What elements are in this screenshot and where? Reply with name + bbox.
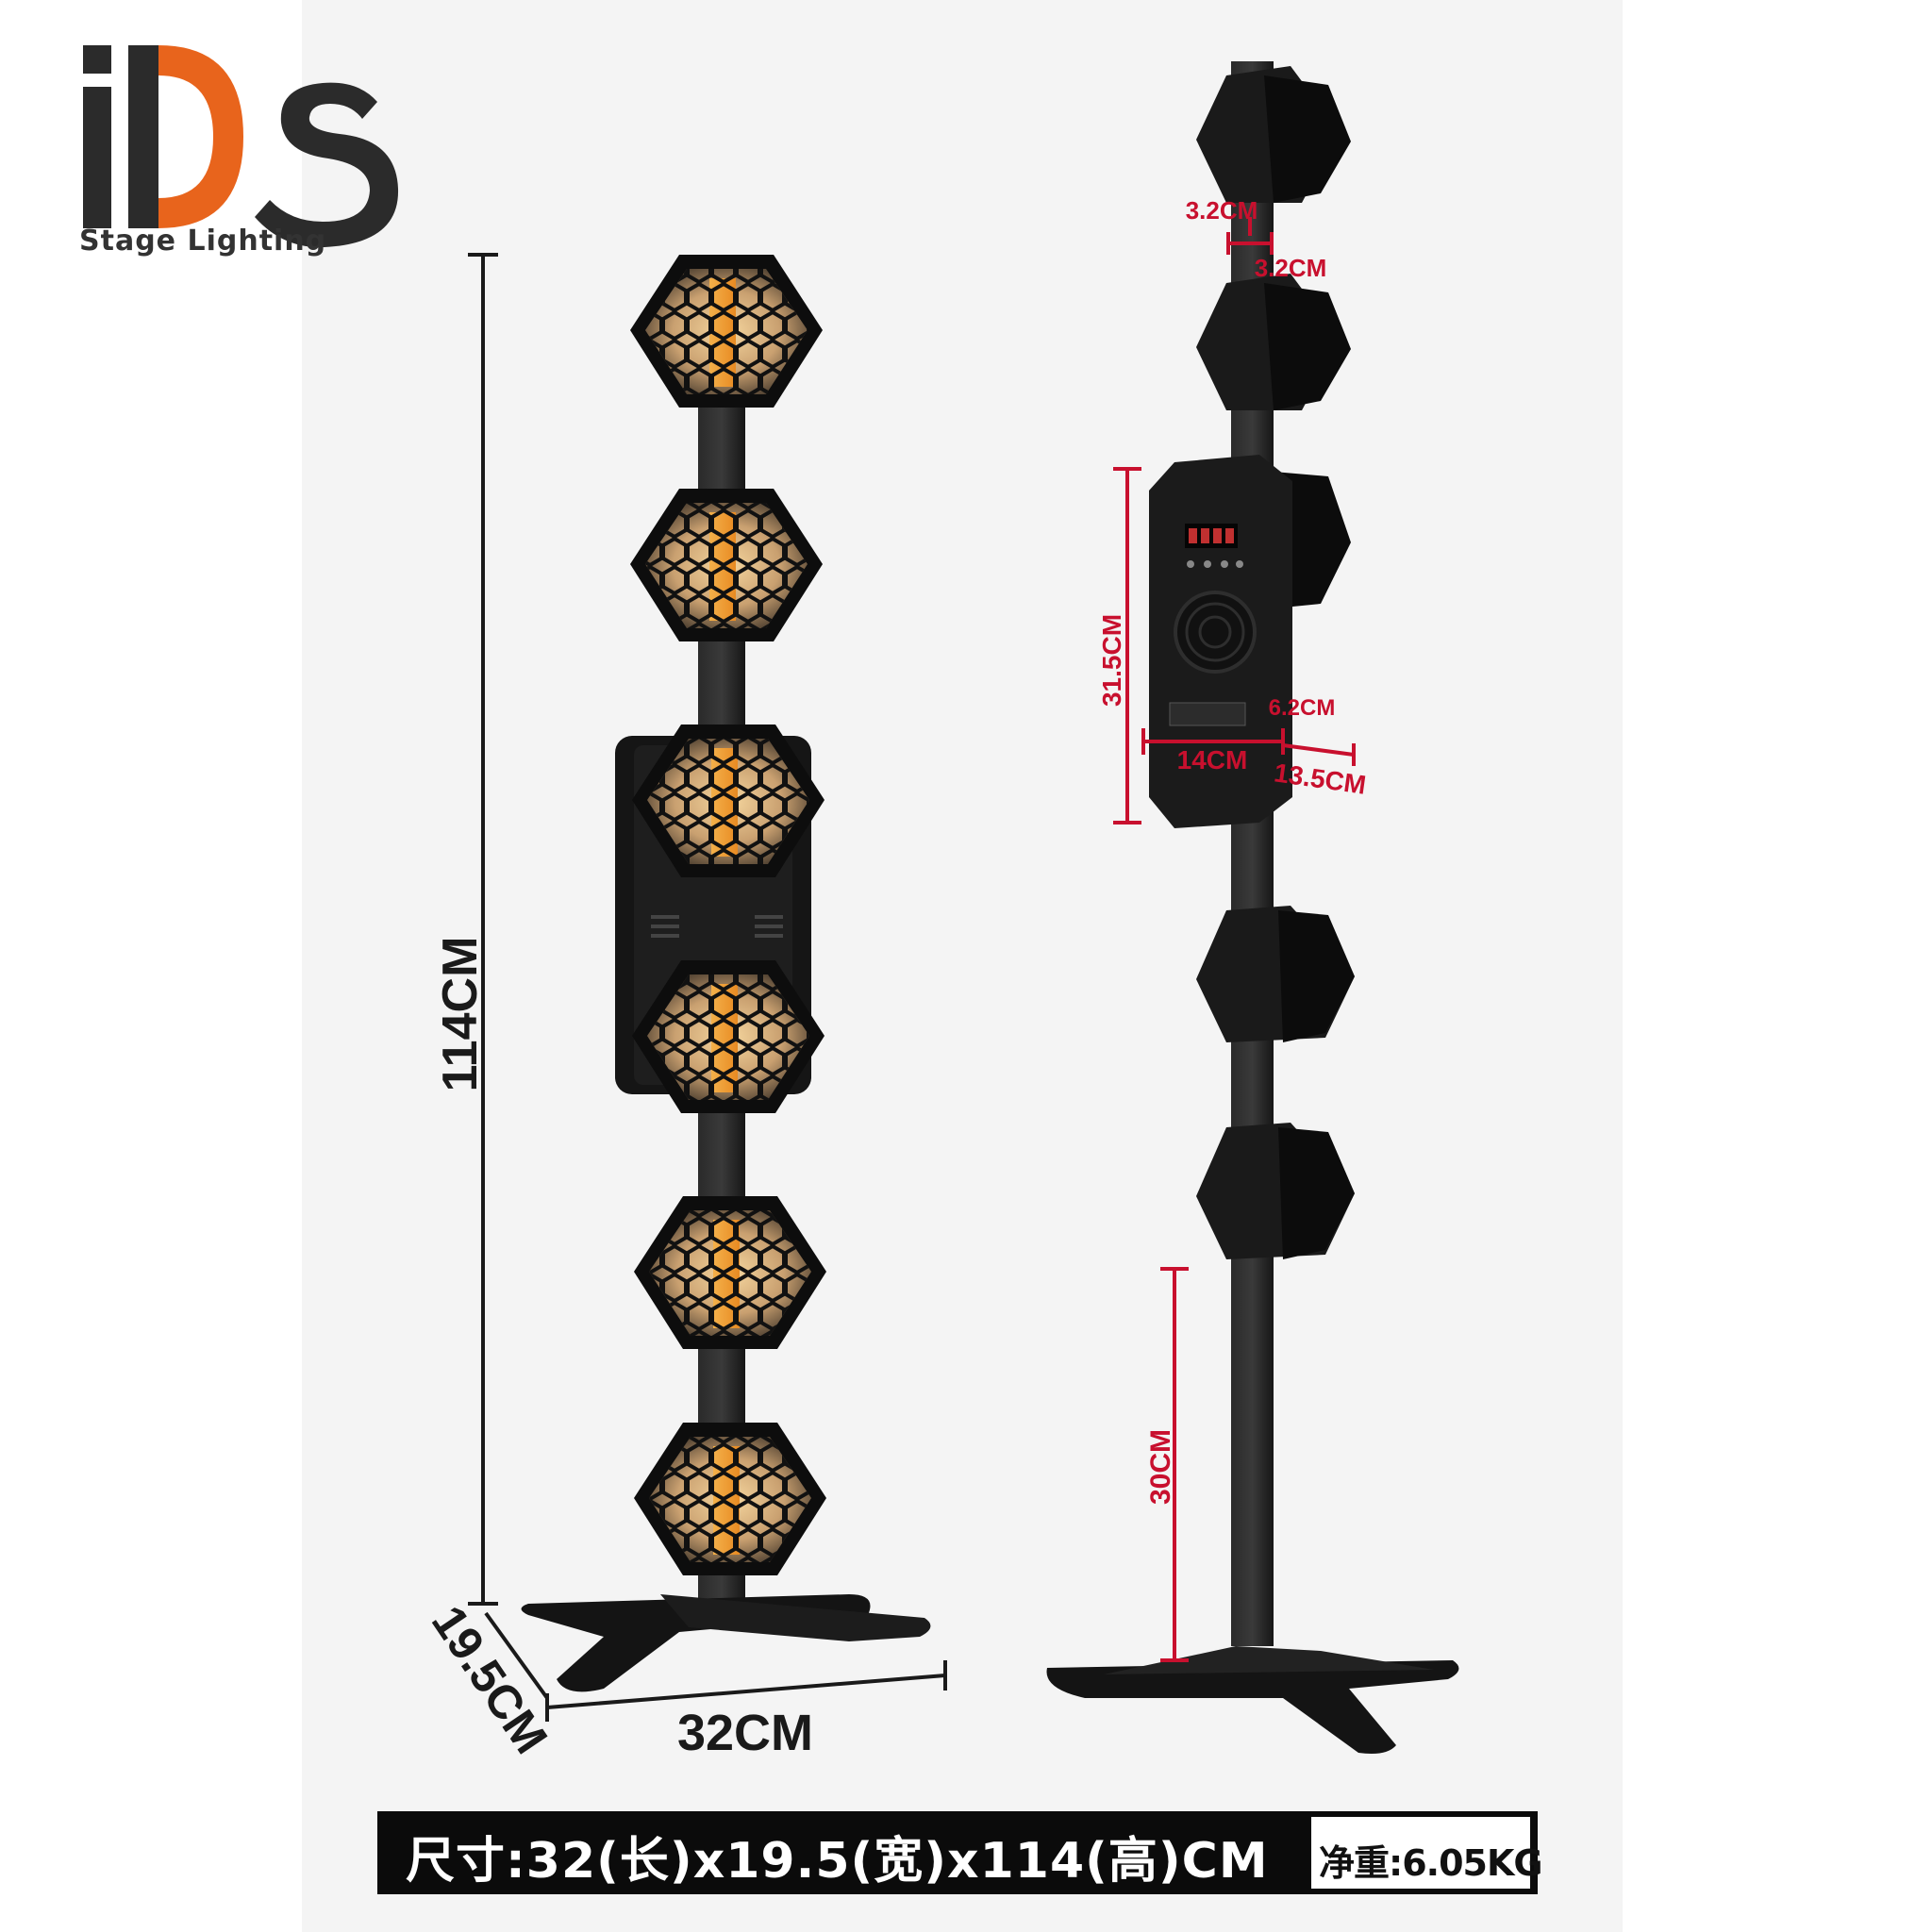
control-box: [1149, 455, 1292, 828]
weight-text: 净重:6.05KG: [1319, 1842, 1543, 1884]
side-head-3: [1274, 472, 1351, 608]
weight-box: [1311, 1817, 1530, 1889]
side-view-fixture: [1046, 61, 1459, 1754]
label-box-offset: 6.2CM: [1269, 695, 1336, 721]
hex-light-6: [634, 1423, 826, 1575]
spec-dimensions-text: 尺寸:32(长)x19.5(宽)x114(高)CM: [406, 1833, 1269, 1890]
ids-logo: [83, 45, 399, 248]
label-box-width: 14CM: [1177, 745, 1248, 774]
side-head-5: [1196, 1123, 1355, 1259]
label-width-32: 32CM: [677, 1705, 813, 1761]
hex-light-3: [632, 724, 824, 877]
hex-light-5: [634, 1196, 826, 1349]
label-height-114: 114CM: [433, 937, 488, 1092]
side-dimension-lines: [1113, 217, 1356, 1662]
front-base: [521, 1594, 931, 1692]
front-view-fixture: [521, 255, 931, 1692]
label-box-height: 31.5CM: [1097, 614, 1126, 707]
label-gap-top: 3.2CM: [1186, 196, 1258, 225]
label-gap-side: 3.2CM: [1255, 254, 1327, 282]
side-head-1: [1196, 66, 1351, 203]
logo-subtitle: Stage Lighting: [79, 225, 327, 258]
hex-light-4: [632, 960, 824, 1113]
side-head-2: [1196, 274, 1351, 410]
label-pole-bottom: 30CM: [1145, 1429, 1176, 1505]
hex-light-2: [630, 489, 823, 641]
hex-light-1: [630, 255, 823, 408]
front-dimension-lines: [468, 253, 947, 1722]
side-head-4: [1196, 906, 1355, 1042]
side-base: [1046, 1646, 1459, 1754]
